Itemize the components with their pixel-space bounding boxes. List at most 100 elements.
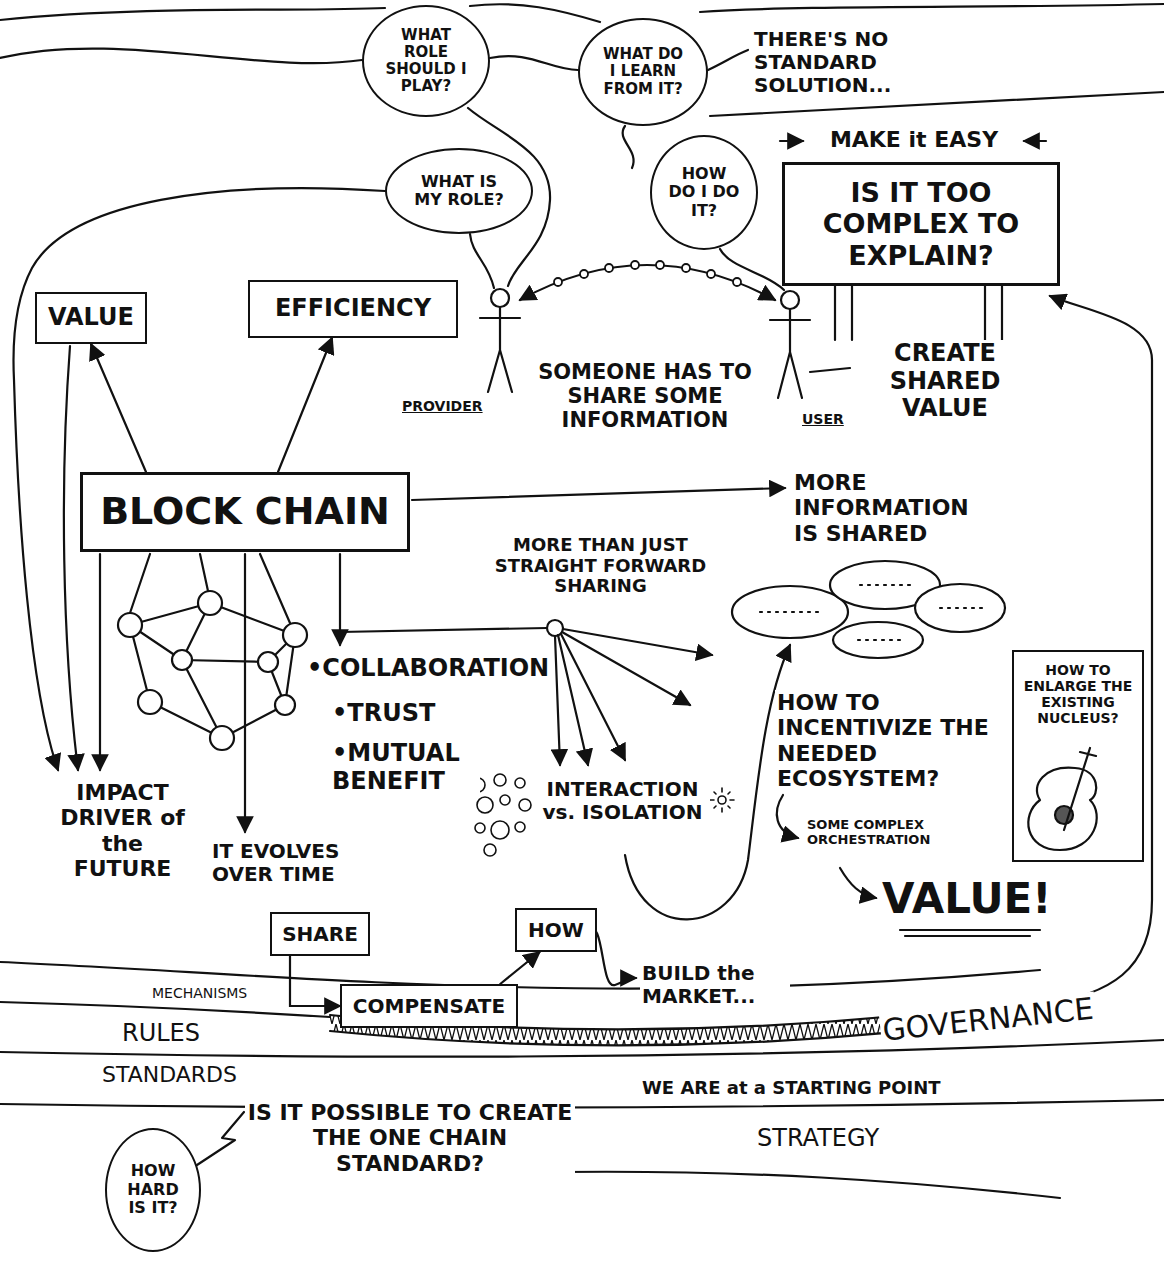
- sketch-line: [130, 554, 290, 623]
- node-text: COMPENSATE: [350, 995, 508, 1018]
- sketch-line: [563, 629, 712, 655]
- sketch-group: [554, 261, 741, 286]
- sketch-line: [555, 636, 560, 765]
- speech-bubble: HOW HARD IS IT?: [105, 1128, 201, 1252]
- sketch-circle: [275, 695, 295, 715]
- sketch-circle: [515, 778, 525, 788]
- text-box: BLOCK CHAIN: [80, 472, 410, 552]
- sketch-circle: [656, 261, 664, 269]
- sketch-circle: [198, 591, 222, 615]
- sketch-circle: [118, 613, 142, 637]
- sketch-line: [840, 868, 876, 898]
- sketch-circle: [707, 270, 715, 278]
- label-slot: MORE INFORMATION IS SHARED: [792, 470, 977, 546]
- node-text: HOW DO I DO IT?: [668, 165, 740, 220]
- label-slot: HOW TO INCENTIVIZE THE NEEDED ECOSYSTEM?: [775, 690, 1007, 791]
- sketch-circle: [500, 795, 510, 805]
- label-slot: PROVIDER: [400, 397, 488, 415]
- sketch-line: [560, 1172, 1060, 1198]
- sketch-line: [0, 49, 362, 64]
- sketch-line: [480, 307, 520, 392]
- sketch-group: [118, 591, 307, 750]
- node-text: WHAT IS MY ROLE?: [409, 173, 509, 210]
- sketch-bubble: [732, 586, 848, 638]
- sketch-circle: [477, 797, 493, 813]
- note-label: SOMEONE HAS TO SHARE SOME INFORMATION: [520, 360, 770, 432]
- text-box: IS IT TOO COMPLEX TO EXPLAIN?: [782, 162, 1060, 286]
- sketch-circle: [210, 726, 234, 750]
- sketch-line: [412, 488, 785, 500]
- note-label: STRATEGY: [755, 1125, 881, 1153]
- sketch-group: [0, 4, 1164, 1198]
- sketch-circle: [138, 690, 162, 714]
- sketch-circle: [491, 821, 509, 839]
- note-label: MECHANISMS: [150, 985, 249, 1001]
- sketch-circle: [494, 774, 506, 786]
- label-slot: •MUTUAL BENEFIT: [330, 740, 480, 795]
- sketch-line: [490, 56, 578, 70]
- text-box: SHARE: [270, 912, 370, 956]
- note-label: MAKE it EASY: [828, 127, 1000, 152]
- label-slot: BUILD the MARKET...: [640, 962, 790, 1008]
- sketch-line: [340, 628, 547, 632]
- note-label: THERE'S NO STANDARD SOLUTION...: [752, 28, 927, 97]
- sketch-line: [470, 4, 600, 22]
- note-label: PROVIDER: [400, 398, 485, 414]
- sketch-circle: [172, 650, 192, 670]
- sketch-line: [64, 346, 78, 770]
- text-box: HOW: [515, 908, 597, 952]
- sketch-line: [0, 8, 385, 20]
- sketch-line: [1024, 140, 1046, 142]
- note-label: GOVERNANCE: [879, 992, 1097, 1049]
- sketch-line: [900, 930, 1040, 936]
- node-text: HOW HARD IS IT?: [121, 1162, 185, 1217]
- sketch-line: [558, 635, 588, 765]
- label-slot: STRATEGY: [755, 1125, 935, 1153]
- sketch-line: [470, 234, 494, 288]
- sketch-circle: [631, 261, 639, 269]
- label-slot: SOMEONE HAS TO SHARE SOME INFORMATION: [520, 360, 770, 432]
- note-label: INTERACTION vs. ISOLATION: [535, 778, 710, 824]
- sketch-line: [777, 795, 798, 838]
- node-text: VALUE: [45, 304, 137, 332]
- label-slot: MORE THAN JUST STRAIGHT FORWARD SHARING: [478, 535, 723, 597]
- label-slot: IS IT POSSIBLE TO CREATE THE ONE CHAIN S…: [245, 1100, 575, 1176]
- label-slot: WE ARE at a STARTING POINT: [640, 1078, 985, 1099]
- sketch-line: [835, 286, 1002, 340]
- sketch-line: [561, 634, 625, 760]
- sketch-circle: [515, 822, 525, 832]
- speech-bubble: HOW DO I DO IT?: [650, 135, 758, 250]
- sketch-group: [471, 774, 734, 856]
- node-text: EFFICIENCY: [258, 295, 448, 323]
- connector-arrow: [91, 344, 146, 472]
- text-box: HOW TO ENLARGE THE EXISTING NUCLEUS?: [1012, 650, 1144, 862]
- sketch-line: [780, 140, 803, 142]
- note-label: IS IT POSSIBLE TO CREATE THE ONE CHAIN S…: [245, 1100, 575, 1176]
- label-slot: IT EVOLVES OVER TIME: [210, 840, 375, 886]
- label-slot: MECHANISMS: [150, 984, 290, 1002]
- sketch-circle: [554, 278, 562, 286]
- sketch-line: [244, 554, 246, 832]
- note-label: •MUTUAL BENEFIT: [330, 740, 480, 795]
- sketch-circle: [283, 623, 307, 647]
- sketch-circle: [491, 289, 509, 307]
- speech-bubble: WHAT ROLE SHOULD I PLAY?: [362, 5, 490, 117]
- speech-bubble: WHAT DO I LEARN FROM IT?: [578, 18, 708, 126]
- note-label: IT EVOLVES OVER TIME: [210, 840, 375, 886]
- label-slot: SOME COMPLEX ORCHESTRATION: [805, 818, 940, 848]
- note-label: MORE THAN JUST STRAIGHT FORWARD SHARING: [478, 535, 723, 597]
- sketch-circle: [484, 844, 496, 856]
- note-label: SOME COMPLEX ORCHESTRATION: [805, 818, 940, 848]
- connector-arrow: [290, 956, 340, 1006]
- connector-arrow: [500, 952, 539, 984]
- label-slot: USER: [800, 410, 850, 428]
- sketch-group: [732, 561, 1005, 658]
- sketch-line: [0, 1100, 1164, 1107]
- sketch-line: [770, 309, 810, 398]
- speech-bubble: WHAT IS MY ROLE?: [385, 148, 533, 234]
- sketch-line: [130, 603, 295, 738]
- sketch-circle: [781, 291, 799, 309]
- text-box: EFFICIENCY: [248, 280, 458, 338]
